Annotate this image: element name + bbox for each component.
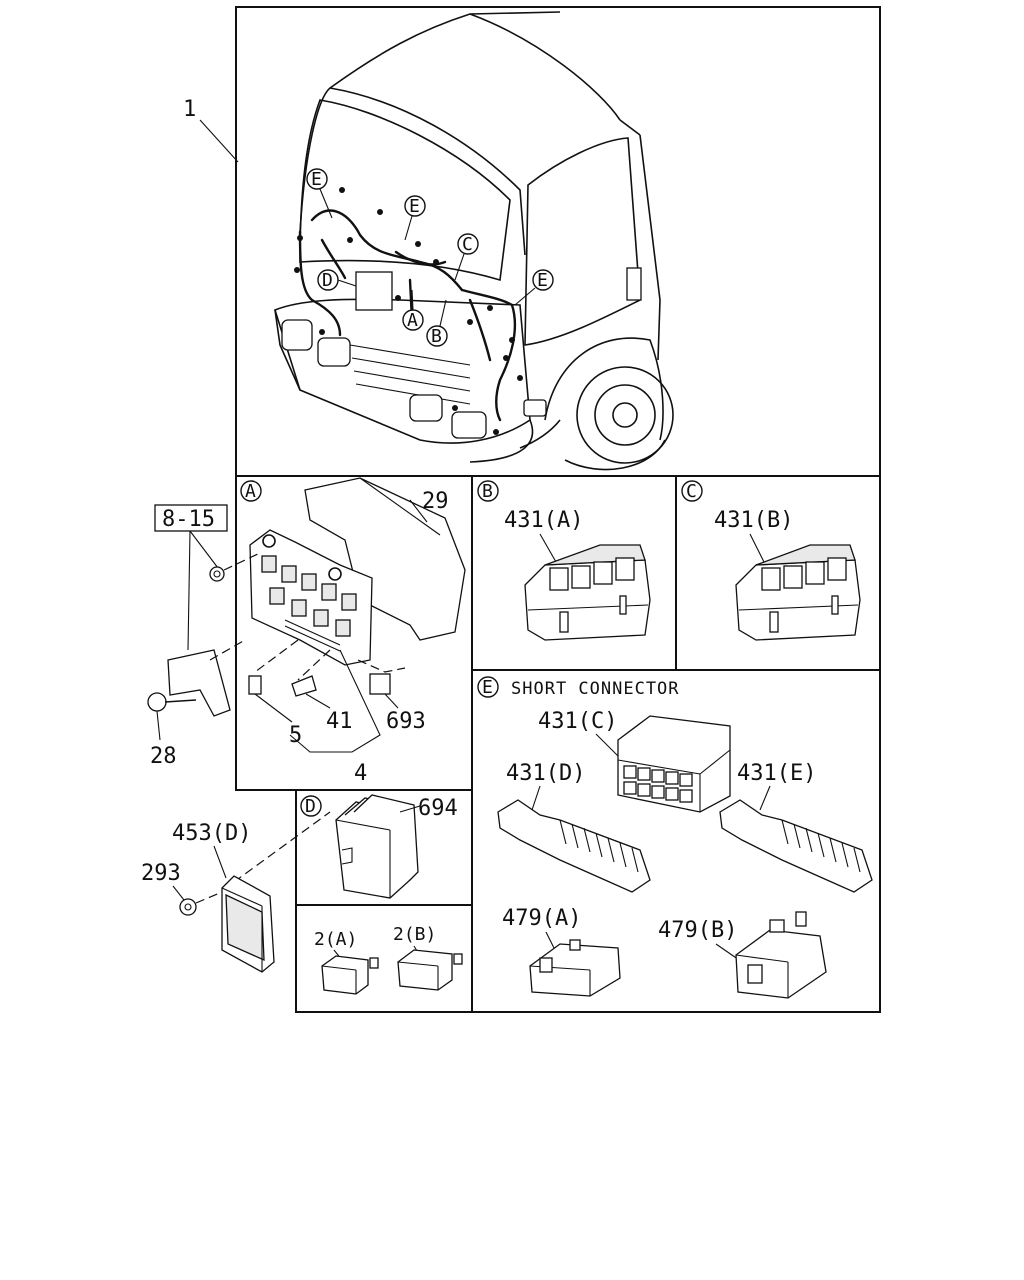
callout-431b: 431(B) <box>714 508 793 533</box>
marker-e-2: E <box>409 196 420 217</box>
callout-431a: 431(A) <box>504 508 583 533</box>
connector-431e-teeth <box>781 819 861 873</box>
callout-479a: 479(A) <box>502 906 581 931</box>
truck-cab-illustration: 1 <box>183 11 674 471</box>
controller-453-assembly: 453(D) 293 <box>141 811 331 973</box>
callout-1: 1 <box>183 97 196 122</box>
marker-b: B <box>431 326 442 347</box>
callout-431d: 431(D) <box>506 761 585 786</box>
panel-e-title: SHORT CONNECTOR <box>511 679 680 699</box>
callout-4: 4 <box>354 761 367 786</box>
callout-41: 41 <box>326 709 353 734</box>
connector-431c-cells <box>623 765 693 803</box>
callout-29: 29 <box>422 489 449 514</box>
callout-2b: 2(B) <box>393 924 436 945</box>
callout-293: 293 <box>141 861 181 886</box>
marker-a: A <box>407 310 418 331</box>
callout-694: 694 <box>418 796 458 821</box>
holder-and-bolt: 8-15 28 <box>147 504 263 769</box>
panel-a-relay-fuse-box: A 29 5 41 693 <box>240 477 466 786</box>
callout-693: 693 <box>386 709 426 734</box>
harness-connector-dots <box>294 187 523 435</box>
panel-e-short-connectors: E SHORT CONNECTOR 431(C) 431(D) <box>477 676 873 999</box>
callout-8-15: 8-15 <box>162 507 215 532</box>
callout-2a: 2(A) <box>314 929 357 950</box>
callout-431c: 431(C) <box>538 709 617 734</box>
panel-c-marker: C <box>686 481 697 502</box>
marker-d: D <box>322 270 333 291</box>
marker-e-1: E <box>311 169 322 190</box>
callout-453d: 453(D) <box>172 821 251 846</box>
panel-b-marker: B <box>482 481 493 502</box>
callout-431e: 431(E) <box>737 761 816 786</box>
connector-431d-teeth <box>559 819 639 873</box>
panel-c-connector: C 431(B) <box>681 480 861 641</box>
main-view-markers: E E C E D A B <box>306 168 554 347</box>
panel-frames <box>235 6 881 1013</box>
panel-d-controller: D 694 2(A) 2(B) <box>300 794 463 995</box>
marker-e-3: E <box>537 270 548 291</box>
panel-a-marker: A <box>245 481 256 502</box>
panel-b-connector: B 431(A) <box>477 480 651 641</box>
callout-5: 5 <box>289 723 302 748</box>
callout-28: 28 <box>150 744 177 769</box>
marker-c: C <box>462 234 473 255</box>
panel-e-marker: E <box>482 677 493 698</box>
callout-479b: 479(B) <box>658 918 737 943</box>
panel-d-marker: D <box>305 796 316 817</box>
